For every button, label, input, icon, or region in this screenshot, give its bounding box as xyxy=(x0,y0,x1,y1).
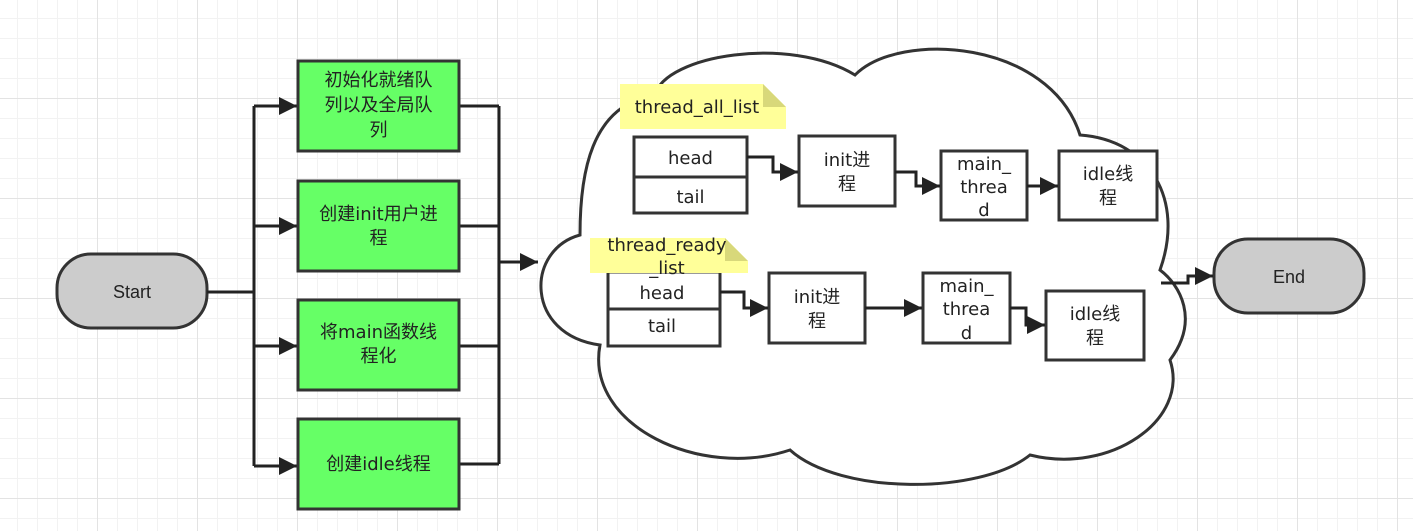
ready-list-main-line-2: threa xyxy=(943,299,991,320)
ready-list-idle-line-1: idle线 xyxy=(1070,304,1121,325)
step-create-idle-line-1: 创建idle线程 xyxy=(326,454,431,475)
step-main-threading-line-1: 将main函数线 xyxy=(320,322,437,343)
thread-all-list-note: thread_all_list xyxy=(620,84,786,129)
ready-list-init-line-1: init进 xyxy=(794,287,840,308)
step-create-idle-thread: 创建idle线程 xyxy=(296,417,461,511)
ready-list-idle-line-2: 程 xyxy=(1086,328,1104,349)
thread-ready-list-label-line-1: thread_ready xyxy=(607,235,727,256)
merge-connectors xyxy=(459,104,538,466)
step-init-queues-line-2: 列以及全局队 xyxy=(325,95,433,116)
step-main-threading-line-2: 程化 xyxy=(361,346,397,367)
all-list-tail-label: tail xyxy=(676,187,704,208)
thread-ready-list-note: thread_ready _list xyxy=(590,235,748,279)
start-terminal: Start xyxy=(55,252,209,330)
ready-list-init-line-2: 程 xyxy=(808,311,826,332)
step-main-threading: 将main函数线 程化 xyxy=(296,298,461,392)
all-list-init-line-2: 程 xyxy=(838,174,856,195)
ready-list-head-tail: head tail xyxy=(606,270,722,348)
thread-ready-list-label-line-2: _list xyxy=(648,258,684,279)
step-init-queues: 初始化就绪队 列以及全局队 列 xyxy=(296,59,461,153)
step-init-queues-line-3: 列 xyxy=(370,120,388,141)
ready-list-idle-node: idle线 程 xyxy=(1044,289,1146,362)
all-list-main-line-2: threa xyxy=(960,177,1008,198)
ready-list-init-node: init进 程 xyxy=(767,271,867,345)
all-list-head-tail: head tail xyxy=(632,135,749,215)
start-label: Start xyxy=(113,282,151,302)
step-create-init-line-2: 程 xyxy=(370,228,388,249)
all-list-init-node: init进 程 xyxy=(797,134,897,208)
ready-list-main-line-3: d xyxy=(961,323,972,344)
all-list-idle-line-2: 程 xyxy=(1099,188,1117,209)
ready-list-main-line-1: main_ xyxy=(940,276,995,297)
ready-list-head-label: head xyxy=(640,283,685,304)
all-list-init-line-1: init进 xyxy=(824,150,870,171)
step-init-queues-line-1: 初始化就绪队 xyxy=(325,70,433,91)
step-create-init-process: 创建init用户进 程 xyxy=(296,179,461,273)
start-branch-connectors xyxy=(207,97,297,475)
all-list-head-label: head xyxy=(668,148,713,169)
end-label: End xyxy=(1273,267,1305,287)
all-list-main-node: main_ threa d xyxy=(939,149,1029,222)
cloud-to-end-connector xyxy=(1161,267,1213,285)
all-list-main-line-3: d xyxy=(978,200,989,221)
thread-all-list-label: thread_all_list xyxy=(635,97,759,118)
all-list-idle-node: idle线 程 xyxy=(1057,149,1159,222)
ready-list-main-node: main_ threa d xyxy=(921,271,1012,345)
all-list-idle-line-1: idle线 xyxy=(1083,164,1134,185)
ready-list-connectors xyxy=(720,290,1045,334)
ready-list-tail-label: tail xyxy=(648,316,676,337)
end-terminal: End xyxy=(1212,237,1366,315)
all-list-main-line-1: main_ xyxy=(957,154,1012,175)
all-list-connectors xyxy=(747,155,1058,195)
step-create-init-line-1: 创建init用户进 xyxy=(319,204,437,225)
